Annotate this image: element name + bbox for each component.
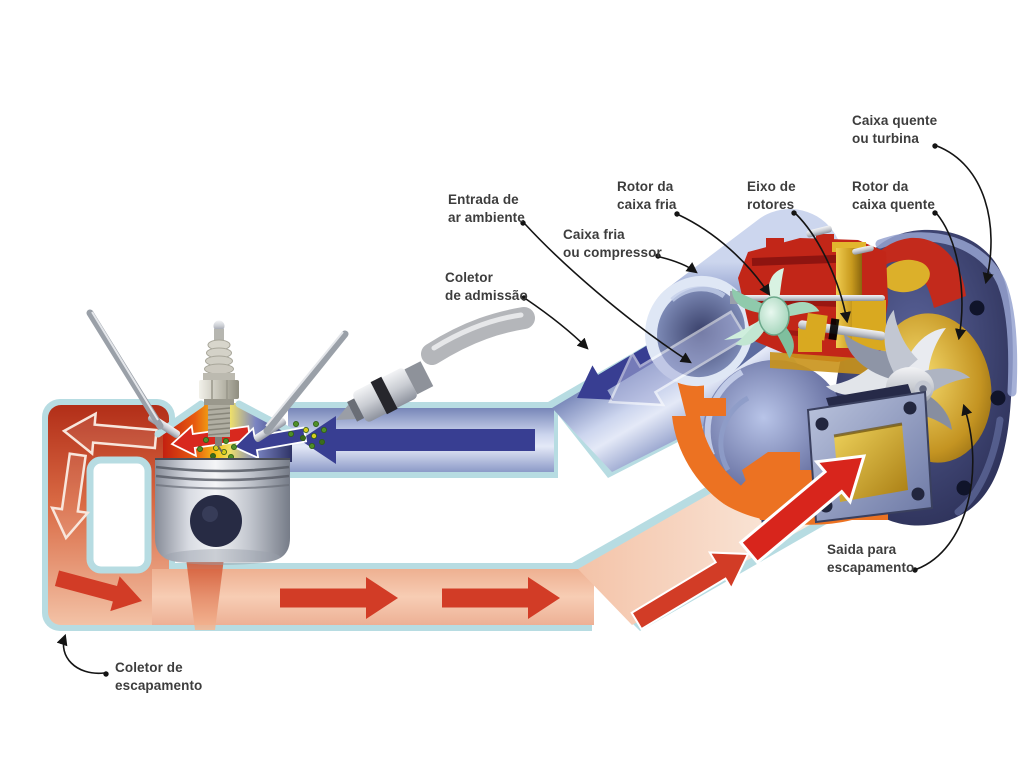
injector-hose bbox=[421, 307, 535, 365]
exhaust-inlet-flange bbox=[738, 384, 934, 565]
leader-rotor-caixa-fria bbox=[678, 214, 771, 296]
label-rotor-da-caixa-fria: Rotor da caixa fria bbox=[617, 179, 677, 213]
leader-entrada-ar bbox=[524, 223, 692, 364]
leader-caixa-quente bbox=[936, 145, 994, 285]
spark-plug bbox=[199, 320, 239, 453]
compressor-wheel bbox=[724, 268, 820, 359]
intake-valve-stem bbox=[263, 330, 349, 435]
label-entrada-de-ar-ambiente: Entrada de ar ambiente bbox=[448, 192, 525, 226]
leader-caixa-fria bbox=[659, 256, 698, 274]
fuel-injector bbox=[336, 361, 434, 422]
fuel-mist bbox=[196, 420, 327, 460]
piston bbox=[155, 458, 290, 565]
exhaust-flow-arrows bbox=[49, 411, 750, 631]
intake-circuit bbox=[288, 258, 807, 478]
label-coletor-de-admissao: Coletor de admissão bbox=[445, 270, 528, 304]
rotor-shaft bbox=[798, 312, 886, 341]
leader-eixo-rotores bbox=[795, 213, 851, 324]
exhaust-entry-arrow bbox=[738, 454, 867, 565]
leader-coletor-escapamento bbox=[56, 633, 105, 674]
exhaust-manifold-window bbox=[86, 456, 152, 574]
chamber-intake-arrow bbox=[232, 426, 308, 460]
label-saida-para-escapamento: Saida para escapamento bbox=[827, 542, 915, 576]
label-caixa-fria-ou-compressor: Caixa fria ou compressor bbox=[563, 227, 662, 261]
wrist-pin-bore bbox=[190, 495, 242, 547]
label-caixa-quente-ou-turbina: Caixa quente ou turbina bbox=[852, 113, 938, 147]
leader-saida-escapamento bbox=[916, 403, 974, 570]
turbocharger bbox=[608, 209, 1018, 565]
leader-rotor-caixa-quente bbox=[936, 213, 967, 341]
label-coletor-de-escapamento: Coletor de escapamento bbox=[115, 660, 203, 694]
exhaust-valve-stem bbox=[86, 309, 164, 430]
connecting-rod-glow bbox=[186, 558, 224, 630]
leader-lines bbox=[56, 143, 994, 677]
leader-coletor-admissao bbox=[525, 298, 589, 350]
label-rotor-da-caixa-quente: Rotor da caixa quente bbox=[852, 179, 935, 213]
ambient-air-arrow bbox=[608, 310, 749, 407]
engine-cylinder bbox=[86, 307, 535, 630]
label-eixo-de-rotores: Eixo de rotores bbox=[747, 179, 796, 213]
